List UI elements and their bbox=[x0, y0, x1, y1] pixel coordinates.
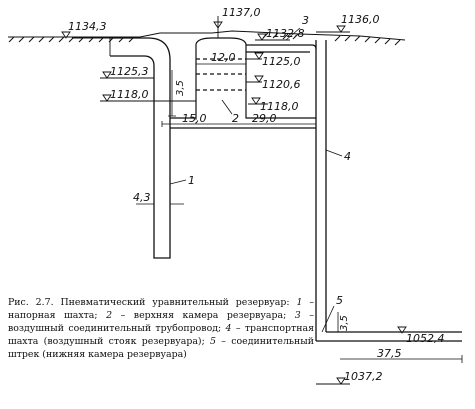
caption-item-3-num: 3 bbox=[294, 310, 301, 321]
connecting-gallery bbox=[316, 331, 462, 342]
caption-item-2-text: – верхняя камера резервуара; bbox=[112, 310, 295, 321]
label-4: 4 bbox=[344, 150, 351, 163]
dimension-lines bbox=[136, 61, 463, 363]
dim-shaft-offset: 15,0 bbox=[182, 112, 207, 125]
elev-1037-2: 1037,2 bbox=[344, 370, 383, 383]
caption-item-5-text: – соединительный штрек (нижняя камера ре… bbox=[8, 336, 314, 360]
caption-item-5-num: 5 bbox=[210, 336, 216, 347]
caption-item-3-text: – воздушный соединительный трубопровод; bbox=[8, 310, 314, 334]
caption-item-1-text: – напорная шахта; bbox=[8, 297, 315, 321]
elevation-markers bbox=[61, 16, 414, 385]
transport-shaft bbox=[315, 40, 327, 341]
dim-radius: 3,5 bbox=[175, 80, 186, 96]
dim-bottom-height: 3,5 bbox=[339, 315, 350, 331]
dim-gallery-length: 29,0 bbox=[252, 112, 277, 125]
figure-caption: Рис. 2.7. Пневматический уравнительный р… bbox=[8, 296, 314, 361]
caption-item-4-text: – транспортная шахта (воздушный стояк ре… bbox=[8, 323, 314, 347]
elev-1120-6: 1120,6 bbox=[262, 78, 301, 91]
elev-1125-3: 1125,3 bbox=[110, 65, 149, 78]
caption-item-4-num: 4 bbox=[225, 323, 232, 334]
leader-lines bbox=[169, 27, 343, 333]
upper-chamber bbox=[170, 37, 316, 129]
elev-1137-0: 1137,0 bbox=[222, 6, 261, 19]
caption-title: Рис. 2.7. Пневматический уравнительный р… bbox=[8, 297, 290, 308]
air-pipe bbox=[246, 44, 317, 53]
ground-surface bbox=[8, 30, 406, 46]
label-3: 3 bbox=[302, 14, 309, 27]
elev-1118-0-right: 1118,0 bbox=[260, 100, 299, 113]
elev-1125-0: 1125,0 bbox=[262, 55, 301, 68]
label-2: 2 bbox=[232, 112, 239, 125]
elev-1134-3: 1134,3 bbox=[68, 20, 107, 33]
caption-item-2-num: 2 bbox=[106, 310, 113, 321]
dim-bottom-length: 37,5 bbox=[377, 347, 402, 360]
label-5: 5 bbox=[336, 294, 343, 307]
elev-1136-0: 1136,0 bbox=[341, 13, 380, 26]
elev-1132-8: 1132,8 bbox=[266, 27, 305, 40]
elev-1118-0-left: 1118,0 bbox=[110, 88, 149, 101]
dim-shaft-diameter: 4,3 bbox=[133, 191, 151, 204]
dim-chamber-length: 12,0 bbox=[211, 51, 236, 64]
pressure-shaft bbox=[109, 37, 171, 259]
caption-item-1-num: 1 bbox=[296, 297, 303, 308]
elev-1052-4: 1052,4 bbox=[406, 332, 445, 345]
label-1: 1 bbox=[188, 174, 195, 187]
